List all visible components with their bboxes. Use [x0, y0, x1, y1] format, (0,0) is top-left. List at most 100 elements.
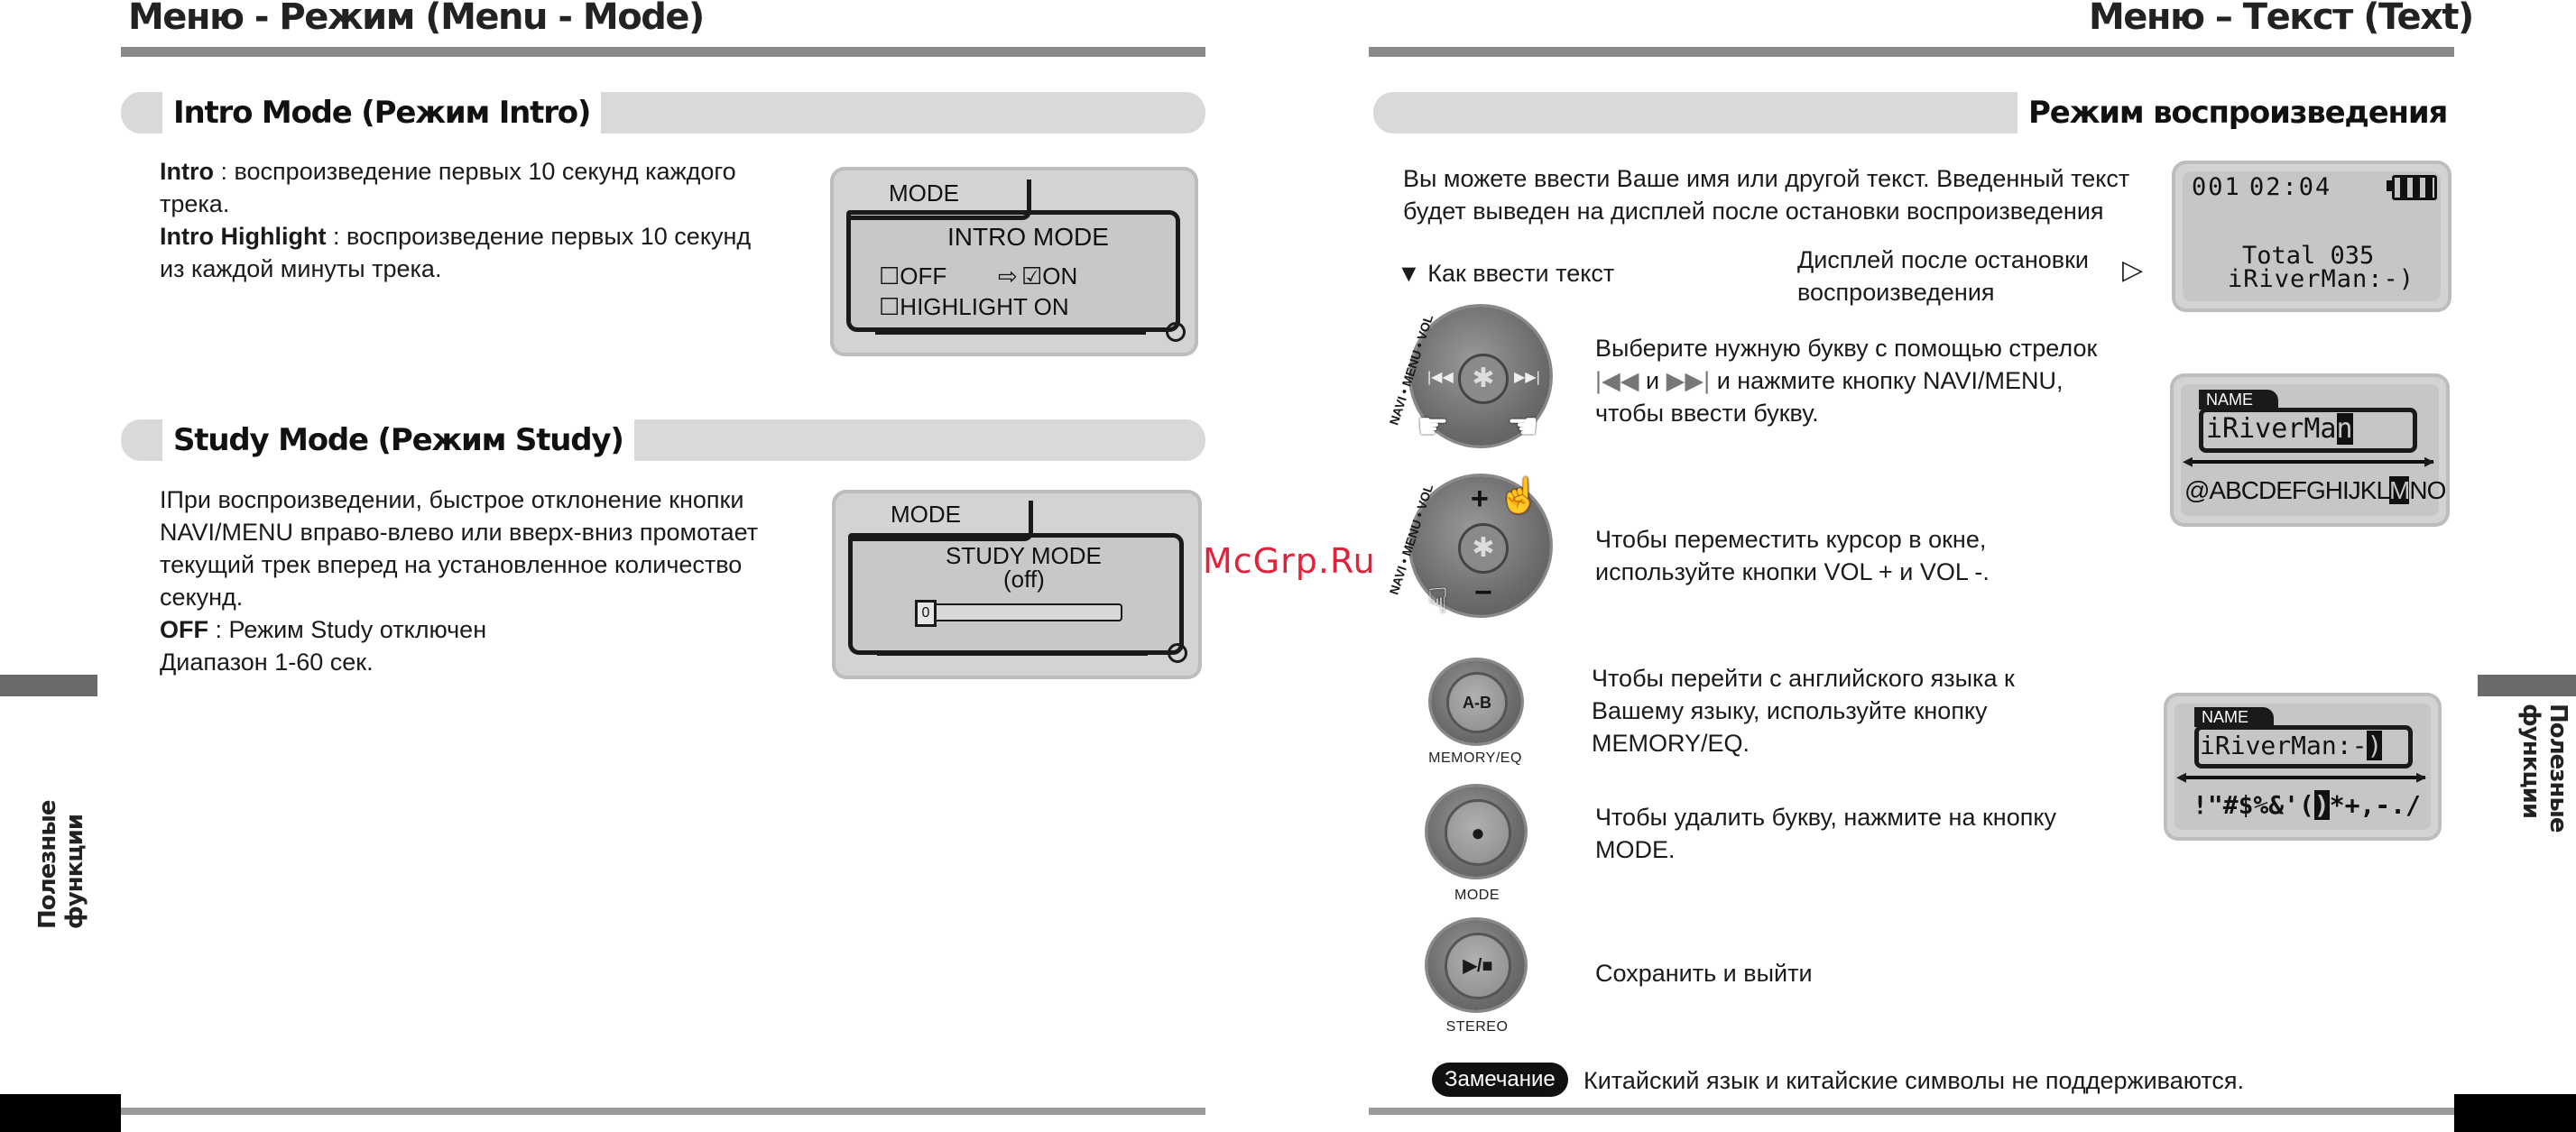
dial-center: ✱ — [1458, 354, 1509, 404]
display-after-line-1: Дисплей после остановки — [1797, 246, 2090, 273]
text-intro-line-1: Вы можете ввести Ваше имя или другой тек… — [1403, 165, 2130, 192]
step2-line-2: используйте кнопки VOL + и VOL -. — [1595, 558, 1990, 585]
hand-pointer-icon: ☟ — [1427, 583, 1449, 621]
hand-pointer-icon: ☚ — [1507, 407, 1539, 446]
stereo-caption: STEREO — [1445, 1019, 1509, 1035]
study-off-def: : Режим Study отключен — [208, 616, 487, 643]
next-icon: ▶▶| — [1666, 367, 1711, 394]
lcd-name-field — [2199, 408, 2417, 453]
study-slider-thumb: 0 — [915, 600, 937, 627]
step4-line-1: Чтобы удалить букву, нажмите на кнопку — [1595, 804, 2056, 831]
right-side-tab — [2478, 675, 2576, 696]
study-line-1: IПри воспроизведении, быстрое отклонение… — [160, 486, 744, 513]
study-mode-lcd: MODE STUDY MODE (off) 0 — [832, 490, 1202, 679]
study-description: IПри воспроизведении, быстрое отклонение… — [160, 483, 809, 678]
text-intro: Вы можете ввести Ваше имя или другой тек… — [1403, 162, 2179, 227]
pointer-icon: ▷ — [2122, 255, 2144, 285]
lcd-name-text: iRiverMan — [2206, 413, 2353, 445]
lcd-owner-name: iRiverMan:-) — [2228, 265, 2415, 293]
lcd-arrow-icon: ⇨ — [998, 262, 1018, 290]
memory-eq-caption: MEMORY/EQ — [1428, 750, 1522, 766]
intro-def: : воспроизведение первых 10 секунд каждо… — [214, 158, 736, 185]
vol-minus-icon: − — [1474, 575, 1492, 610]
lcd-bottom-bar — [875, 329, 1146, 335]
lcd-screen — [846, 210, 1180, 332]
battery-tip — [2387, 180, 2392, 191]
name-cursor: ) — [2367, 731, 2383, 760]
how-to-heading: ▼ Как ввести текст — [1397, 260, 1615, 287]
left-arrow-icon: ◂ — [2176, 765, 2187, 787]
left-header-rule — [121, 47, 1205, 57]
hand-pointer-icon: ☛ — [1417, 407, 1449, 446]
mode-caption: MODE — [1454, 888, 1500, 903]
right-footer-block — [2454, 1094, 2576, 1132]
study-line-3: текущий трек вперед на установленное кол… — [160, 551, 743, 578]
intro-def-cont: трека. — [160, 190, 230, 217]
step2-text: Чтобы переместить курсор в окне, использ… — [1595, 523, 1990, 588]
name-text: iRiverMan:- — [2200, 731, 2368, 760]
char-palette-selected: M — [2389, 476, 2410, 504]
lcd-time: 02:04 — [2249, 173, 2332, 201]
lcd-bottom-bar — [877, 650, 1148, 656]
dial-next-icon: ▶▶| — [1514, 370, 1540, 385]
lcd-title: STUDY MODE — [946, 542, 1102, 569]
right-footer-rule — [1369, 1108, 2454, 1115]
lcd-option-highlight: ☐HIGHLIGHT ON — [879, 293, 1069, 320]
note-badge: Замечание — [1432, 1063, 1568, 1097]
study-off-term: OFF — [160, 616, 208, 643]
char-palette: @ABCDEFGHIJKLMNO — [2184, 476, 2446, 505]
lcd-total: Total 035 — [2242, 242, 2375, 270]
study-range: Диапазон 1-60 сек. — [160, 649, 374, 676]
intro-highlight-term: Intro Highlight — [160, 223, 327, 250]
text-intro-line-2: будет выведен на дисплей после остановки… — [1403, 198, 2104, 225]
lcd-corner-knob — [1168, 643, 1187, 663]
dial-center: ✱ — [1458, 523, 1509, 574]
lcd-name-tab: NAME — [2194, 707, 2274, 727]
right-header-rule — [1369, 47, 2454, 57]
lcd-tab-frame — [848, 501, 1033, 541]
name-entry-lcd-2: NAME iRiverMan:-) ◂ ▸ !"#$%&'()*+,-./ — [2164, 693, 2442, 841]
step2-line-1: Чтобы переместить курсор в окне, — [1595, 526, 1987, 553]
status-lcd: 001 02:04 Total 035 iRiverMan:-) — [2172, 161, 2451, 312]
step4-text: Чтобы удалить букву, нажмите на кнопку M… — [1595, 801, 2056, 866]
note-text: Китайский язык и китайские символы не по… — [1583, 1067, 2245, 1094]
char-palette-after: *+,-./ — [2329, 790, 2421, 820]
left-footer-rule — [121, 1108, 1205, 1115]
step3-line-2: Вашему языку, используйте кнопку — [1592, 697, 1988, 724]
lcd-track-number: 001 — [2192, 173, 2241, 201]
vol-plus-icon: + — [1471, 482, 1489, 516]
lcd-name-tab: NAME — [2199, 390, 2278, 410]
play-stop-button-face: ▶/■ — [1445, 933, 1511, 999]
name-cursor: n — [2336, 413, 2353, 445]
intro-highlight-def: : воспроизведение первых 10 секунд — [326, 223, 752, 250]
lcd-screen — [848, 533, 1184, 655]
intro-mode-lcd: MODE INTRO MODE ☐OFF ⇨ ☑ON ☐HIGHLIGHT ON — [830, 167, 1198, 356]
step1-line-3: чтобы ввести букву. — [1595, 400, 1819, 427]
char-scroll-arrows — [2186, 460, 2433, 464]
right-arrow-icon: ▸ — [2416, 765, 2427, 787]
study-line-4: секунд. — [160, 584, 244, 611]
lcd-subtitle: (off) — [1003, 566, 1045, 593]
navi-dial-2: ✱ + − NAVI • MENU • VOL ☝ ☟ — [1380, 469, 1561, 622]
display-after-stop: Дисплей после остановки воспроизведения — [1797, 244, 2089, 308]
watermark: McGrp.Ru — [1203, 541, 1376, 581]
lcd-name-field — [2194, 725, 2413, 768]
right-page-title: Меню – Текст (Text) — [2089, 0, 2474, 38]
study-slider-track — [915, 603, 1122, 621]
navi-dial-1: ✱ |◀◀ ▶▶| NAVI • MENU • VOL ☛ ☚ — [1380, 299, 1561, 453]
left-arrow-icon: ◂ — [2183, 449, 2193, 472]
char-palette: !"#$%&'()*+,-./ — [2193, 790, 2421, 820]
char-palette-before: @ABCDEFGHIJKL — [2184, 476, 2390, 504]
intro-section-heading: Intro Mode (Режим Intro) — [162, 92, 602, 133]
ab-button-face: A-B — [1446, 672, 1508, 733]
char-palette-after: NO — [2409, 476, 2446, 504]
lcd-option-off: ☐OFF — [879, 262, 947, 290]
char-scroll-arrows — [2180, 776, 2425, 779]
study-section-heading: Study Mode (Режим Study) — [162, 419, 634, 461]
name-text: iRiverMa — [2206, 413, 2337, 445]
step5-text: Сохранить и выйти — [1595, 960, 1813, 987]
lcd-tab-label: MODE — [891, 501, 961, 528]
step1-line-1: Выберите нужную букву с помощью стрелок — [1595, 335, 2098, 362]
lcd-tab-label: MODE — [889, 179, 959, 207]
dial-prev-icon: |◀◀ — [1427, 370, 1454, 385]
